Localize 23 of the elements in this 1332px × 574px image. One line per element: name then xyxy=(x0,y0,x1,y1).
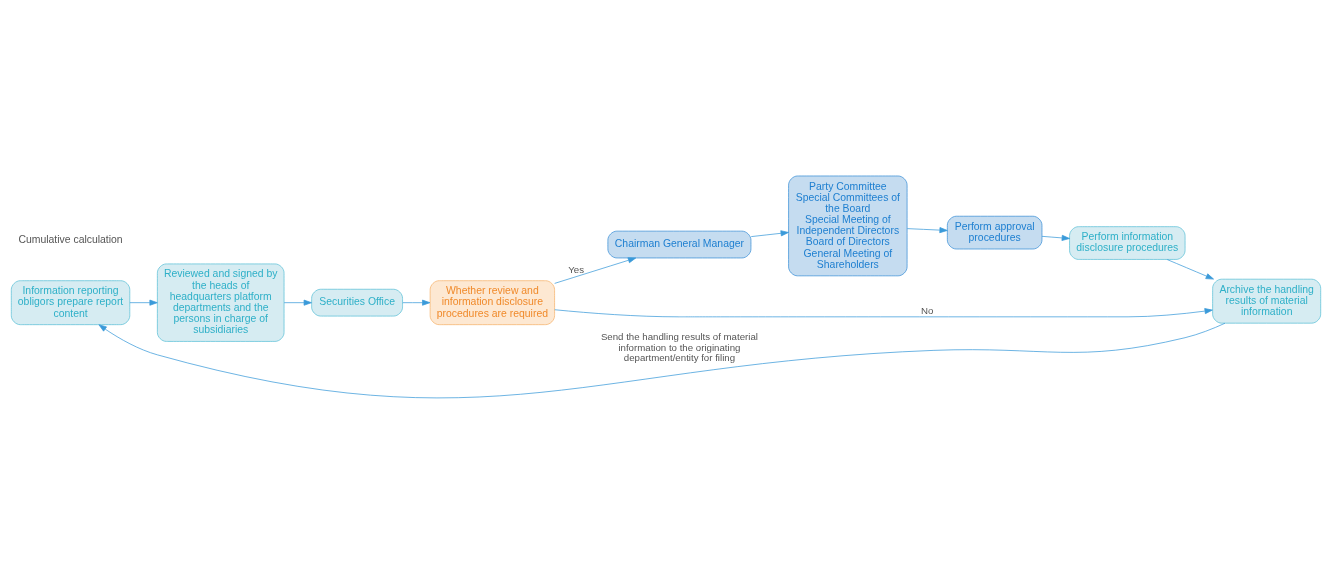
label: Cumulative calculation xyxy=(18,233,123,245)
arrow xyxy=(750,230,789,237)
arrow xyxy=(1166,259,1214,280)
arrow xyxy=(1041,234,1070,241)
arrow xyxy=(129,299,158,306)
edge-label: Send the handling results of material information to the originating department/entity for filing xyxy=(600,331,758,364)
arrow xyxy=(402,299,431,306)
node-box: Securities Office xyxy=(311,288,403,317)
node-box: Information reporting obligors prepare report content xyxy=(10,280,131,326)
arrow xyxy=(554,257,637,284)
node-box: Reviewed and signed by the heads of headquarters platform departments and the persons in charge of subsidiaries xyxy=(157,263,285,342)
edge-label: Yes xyxy=(568,264,585,276)
edge-label: No xyxy=(921,305,934,317)
arrow xyxy=(283,299,312,306)
node-box: Party Committee Special Committees of the Board Special Meeting of Independent Directors Board of Directors General Meeting of Shareholders xyxy=(788,175,908,277)
arrow xyxy=(554,308,1213,318)
arrow xyxy=(98,322,1226,399)
node-box: Perform information disclosure procedures xyxy=(1069,226,1186,260)
arrow xyxy=(906,227,948,234)
node-box: Chairman General Manager xyxy=(607,230,752,259)
node-box: Perform approval procedures xyxy=(946,215,1043,250)
node-box: Whether review and information disclosure procedures are required xyxy=(429,280,555,326)
node-box: Archive the handling results of material information xyxy=(1212,278,1322,324)
